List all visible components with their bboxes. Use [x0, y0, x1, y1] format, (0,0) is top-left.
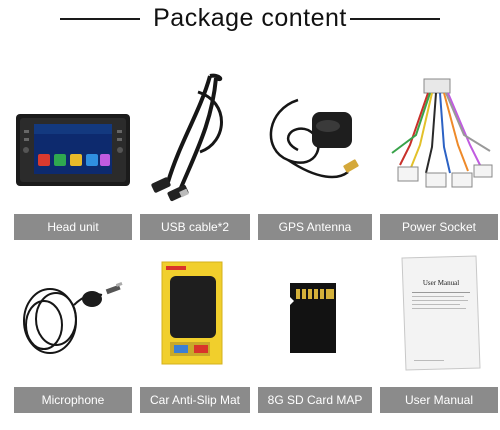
label-user-manual: User Manual	[380, 387, 498, 413]
sd-card-icon	[258, 265, 372, 365]
title-divider-right	[350, 18, 440, 20]
label-anti-slip-mat: Car Anti-Slip Mat	[140, 387, 250, 413]
anti-slip-mat-icon	[140, 258, 250, 368]
label-microphone: Microphone	[14, 387, 132, 413]
label-usb-cable: USB cable*2	[140, 214, 250, 240]
label-power-socket: Power Socket	[380, 214, 498, 240]
microphone-icon	[14, 265, 132, 365]
usb-cable-icon	[140, 72, 250, 207]
manual-cover-title: User Manual	[423, 279, 459, 287]
label-gps-antenna: GPS Antenna	[258, 214, 372, 240]
page-title: Package content	[153, 4, 347, 32]
label-sd-card: 8G SD Card MAP	[258, 387, 372, 413]
title-divider-left	[60, 18, 140, 20]
head-unit-icon	[14, 110, 132, 190]
user-manual-icon: User Manual	[380, 252, 498, 374]
header: Package content	[0, 0, 500, 40]
gps-antenna-icon	[258, 80, 372, 200]
label-head-unit: Head unit	[14, 214, 132, 240]
power-socket-icon	[380, 75, 498, 200]
